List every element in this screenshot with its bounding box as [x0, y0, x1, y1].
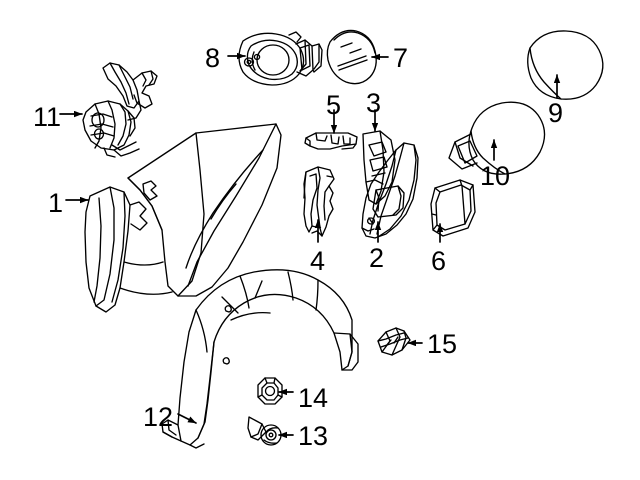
- callout-label-14[interactable]: 14: [298, 383, 329, 413]
- callout-label-9[interactable]: 9: [548, 98, 564, 128]
- part-fuel-door-latch-actuator: [82, 62, 158, 158]
- callout-label-6[interactable]: 6: [431, 246, 447, 276]
- part-fuel-cap-cover-disc: [326, 29, 377, 85]
- callout-label-3[interactable]: 3: [366, 88, 382, 118]
- part-wheelhouse-liner: [161, 269, 359, 449]
- part-access-cover-plate: [430, 179, 476, 237]
- part-retainer-clip: [377, 327, 411, 356]
- callout-label-8[interactable]: 8: [205, 43, 221, 73]
- callout-label-12[interactable]: 12: [143, 402, 174, 432]
- part-mounting-rail-strip: [304, 132, 358, 150]
- callout-label-5[interactable]: 5: [326, 90, 342, 120]
- callout-label-10[interactable]: 10: [480, 161, 511, 191]
- part-quarter-panel-outer: [84, 123, 282, 313]
- callout-label-11[interactable]: 11: [33, 102, 62, 132]
- part-fuel-filler-housing: [238, 31, 323, 86]
- part-fuel-door-inner-panel: [448, 101, 546, 175]
- part-side-reinforcement-bracket: [303, 166, 335, 237]
- part-hex-flange-nut: [257, 377, 283, 405]
- callout-label-1[interactable]: 1: [48, 188, 64, 218]
- callout-label-15[interactable]: 15: [427, 329, 458, 359]
- callout-label-13[interactable]: 13: [298, 421, 329, 451]
- callout-label-2[interactable]: 2: [369, 243, 385, 273]
- callout-leader-lines: [59, 52, 561, 439]
- callout-label-4[interactable]: 4: [310, 246, 326, 276]
- part-inner-wheelhouse-bracket: [361, 142, 419, 239]
- part-fuel-door-outer-panel: [527, 30, 604, 100]
- callout-label-7[interactable]: 7: [393, 43, 409, 73]
- part-push-pin-rivet: [247, 416, 282, 446]
- part-upper-reinforcement-bracket: [362, 130, 396, 205]
